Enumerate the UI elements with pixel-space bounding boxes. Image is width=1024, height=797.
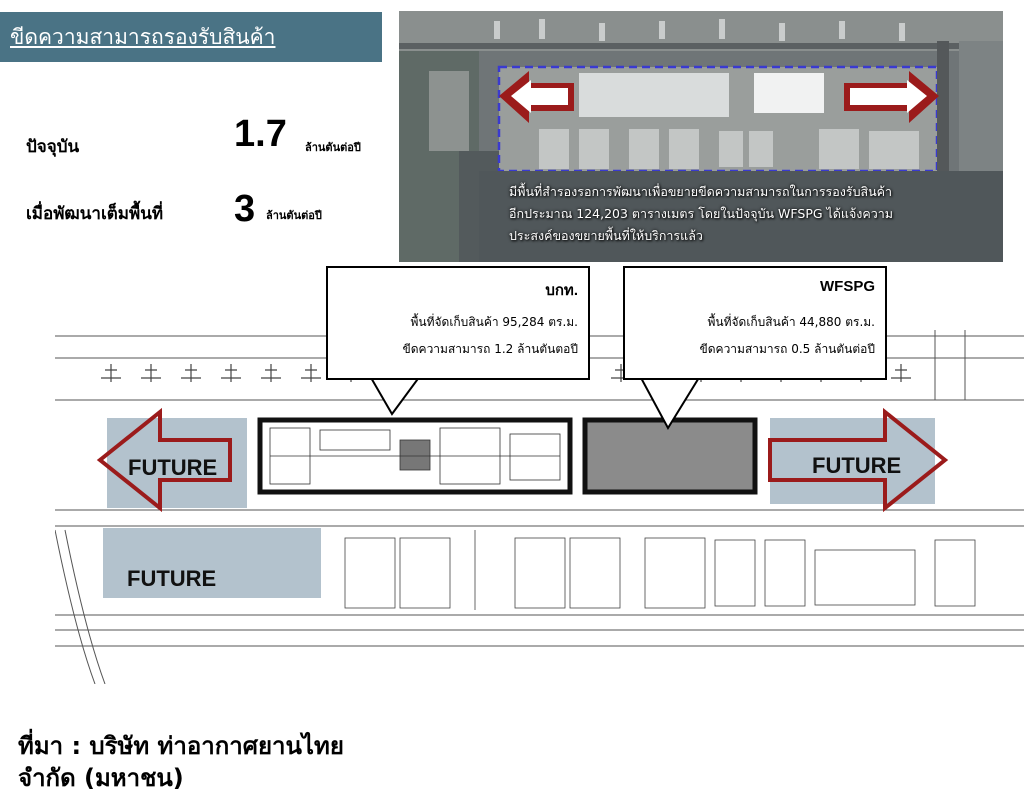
source-line: ที่มา : บริษัท ท่าอากาศยานไทย bbox=[18, 732, 344, 760]
future-label-right: FUTURE bbox=[812, 453, 902, 478]
future-label-bottom: FUTURE bbox=[127, 566, 217, 591]
stat-full-label: เมื่อพัฒนาเต็มพื้นที่ bbox=[26, 204, 164, 223]
stat-full-unit: ล้านตันต่อปี bbox=[266, 210, 322, 222]
aerial-arrow-left-icon bbox=[499, 71, 574, 123]
stat-current-unit: ล้านตันต่อปี bbox=[305, 142, 361, 154]
aerial-caption-line: ประสงค์ของขยายพื้นที่ให้บริการแล้ว bbox=[509, 228, 703, 243]
aerial-caption: มีพื้นที่สำรองรอการพัฒนาเพื่อขยายขีดความ… bbox=[509, 181, 999, 247]
stat-full-value: 3 bbox=[234, 188, 256, 230]
title-banner: ขีดความสามารถรองรับสินค้า bbox=[0, 12, 382, 62]
callout-wfspg-area: พื้นที่จัดเก็บสินค้า 44,880 ตร.ม. bbox=[707, 315, 875, 329]
callout-aot: บกท. พื้นที่จัดเก็บสินค้า 95,284 ตร.ม. ข… bbox=[326, 266, 590, 380]
aerial-arrow-right-icon bbox=[844, 71, 939, 123]
callout-wfspg-capacity: ขีดความสามารถ 0.5 ล้านตันต่อปี bbox=[699, 342, 875, 356]
aerial-caption-line: มีพื้นที่สำรองรอการพัฒนาเพื่อขยายขีดความ… bbox=[509, 184, 893, 199]
source-line-continued: จำกัด (มหาชน) bbox=[18, 764, 184, 792]
callout-aot-area: พื้นที่จัดเก็บสินค้า 95,284 ตร.ม. bbox=[410, 315, 578, 329]
future-label-left: FUTURE bbox=[128, 455, 218, 480]
plan-arrow-right-icon bbox=[768, 407, 949, 513]
page-title: ขีดความสามารถรองรับสินค้า bbox=[10, 25, 276, 49]
callout-wfspg-title: WFSPG bbox=[820, 278, 875, 295]
aerial-caption-line: อีกประมาณ 124,203 ตารางเมตร โดยในปัจจุบั… bbox=[509, 206, 894, 221]
site-plan-drawing bbox=[55, 330, 1024, 684]
plan-arrow-left-icon bbox=[96, 407, 232, 513]
stat-current-label: ปัจจุบัน bbox=[26, 137, 80, 156]
aerial-photo-image bbox=[399, 11, 1003, 262]
callout-aot-capacity: ขีดความสามารถ 1.2 ล้านตันตอปี bbox=[402, 342, 578, 356]
aerial-photo: มีพื้นที่สำรองรอการพัฒนาเพื่อขยายขีดความ… bbox=[399, 11, 1003, 262]
callout-wfspg: WFSPG พื้นที่จัดเก็บสินค้า 44,880 ตร.ม. … bbox=[623, 266, 887, 380]
site-plan bbox=[55, 330, 1024, 684]
callout-aot-title: บกท. bbox=[545, 282, 578, 299]
stat-current-value: 1.7 bbox=[234, 113, 287, 155]
